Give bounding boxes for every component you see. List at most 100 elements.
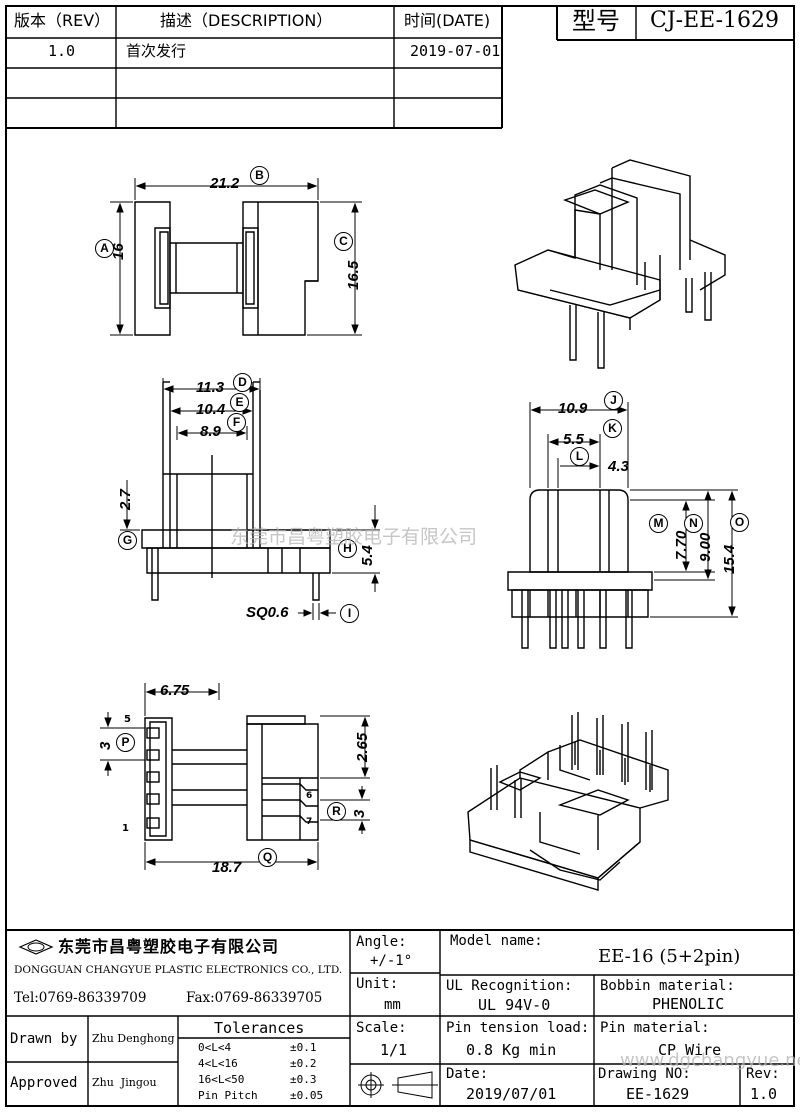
rev-value: 1.0 [750,1085,778,1103]
dim-o: 15.4 [721,544,738,574]
company-name-en: DONGGUAN CHANGYUE PLASTIC ELECTRONICS CO… [14,964,343,976]
callout-q: Q [258,848,277,867]
dim-p-3: 3 [97,741,114,750]
scale-label: Scale: [356,1020,407,1036]
rev-header: 版本（REV） [14,11,111,30]
company-name-cn: 东莞市昌粤塑胶电子有限公司 [58,937,280,956]
dim-265: 2.65 [354,732,371,762]
callout-c: C [334,232,353,251]
dim-j: 10.9 [558,400,588,417]
ul-value: UL 94V-0 [478,996,551,1014]
callout-d: D [233,373,252,392]
drawn-by-label: Drawn by [10,1031,78,1047]
company-fax: Fax:0769-86339705 [186,990,323,1006]
callout-o: O [730,513,749,532]
tension-value: 0.8 Kg min [466,1041,557,1059]
tolerance-range-4: Pin Pitch [198,1089,258,1102]
dim-p-675: 6.75 [160,682,190,699]
rev-row-1-rev: 1.0 [48,42,76,60]
rev-label: Rev: [746,1066,780,1082]
pin-material-label: Pin material: [600,1020,710,1036]
callout-r: R [327,802,346,821]
dim-l: 4.3 [608,458,629,475]
tolerances-title: Tolerances [214,1019,305,1037]
rev-row-1-desc: 首次发行 [126,42,187,60]
model-box-value: CJ-EE-1629 [650,8,780,33]
dim-k: 5.5 [563,431,584,448]
callout-k: K [603,419,622,438]
tolerance-value-3: ±0.3 [290,1073,317,1086]
dim-pin-sq: SQ0.6 [246,604,289,621]
pin-label-5: 5 [124,714,131,725]
dim-d: 11.3 [196,379,225,396]
callout-g: G [118,531,137,550]
model-box-label: 型号 [572,7,620,35]
tolerance-value-1: ±0.1 [290,1041,317,1054]
watermark-center: 东莞市昌粤塑胶电子有限公司 [230,526,478,548]
tolerance-range-1: 0<L<4 [198,1041,232,1054]
tolerance-value-2: ±0.2 [290,1057,317,1070]
title-block-lines [6,929,794,1106]
date-label: Date: [446,1066,489,1082]
dim-height-c: 16.5 [345,260,362,290]
tolerance-range-2: 4<L<16 [198,1057,238,1070]
approved-label: Approved [10,1075,78,1091]
model-name-label: Model name: [450,933,543,949]
angle-value: +/-1° [370,953,413,969]
date-value: 2019/07/01 [466,1085,557,1103]
revision-table-lines [6,6,503,129]
view-front-dims [110,178,362,336]
view-side [141,381,331,601]
unit-label: Unit: [356,976,399,992]
unit-value: mm [384,997,401,1013]
callout-h: H [338,539,357,558]
bobbin-label: Bobbin material: [600,978,735,994]
ul-label: UL Recognition: [446,978,573,994]
date-header: 时间(DATE) [404,11,491,30]
sheet-border [5,5,795,1107]
view-bottom [144,715,319,841]
tension-label: Pin tension load: [446,1020,590,1036]
pin-label-7: 7 [306,817,313,827]
dim-r-3: 3 [351,809,368,818]
dim-g: 2.7 [117,489,134,510]
projection-symbol [358,1071,438,1099]
drawn-by-value: Zhu Denghong [92,1032,175,1045]
pin-material-value: CP Wire [658,1041,722,1059]
model-box-lines [556,6,794,41]
view-side-dims [120,378,380,620]
view-end-dims [529,402,738,618]
view-end [507,489,653,649]
dim-overall-width: 21.2 [210,175,240,192]
drawing-no-value: EE-1629 [626,1085,690,1103]
callout-m: M [649,514,668,533]
company-tel: Tel:0769-86339709 [14,990,147,1006]
callout-e: E [230,393,249,412]
view-bottom-dims [100,683,370,870]
tolerance-value-4: ±0.05 [290,1089,324,1102]
dim-n: 9.00 [697,532,714,562]
rev-row-1-date: 2019-07-01 [410,42,501,60]
dim-e: 10.4 [196,401,226,418]
drawing-no-label: Drawing NO: [598,1066,691,1082]
dim-m: 7.70 [673,530,690,560]
scale-value: 1/1 [380,1041,408,1059]
callout-i: I [340,604,359,623]
callout-l: L [570,447,589,466]
callout-p: P [116,733,135,752]
callout-j: J [604,391,623,410]
dim-q: 18.7 [212,859,242,876]
angle-label: Angle: [356,934,407,950]
callout-a: A [95,239,114,258]
company-logo [18,939,54,955]
watermark-url: www.dgchangyue.net [620,1050,800,1071]
callout-b: B [250,166,269,185]
model-name-value: EE-16 (5+2pin) [598,946,741,967]
callout-f: F [227,413,246,432]
callout-n: N [684,514,703,533]
iso-view-bottom [467,712,669,891]
pin-label-1: 1 [122,823,129,834]
bobbin-value: PHENOLIC [652,995,725,1013]
iso-view-top [514,159,726,369]
